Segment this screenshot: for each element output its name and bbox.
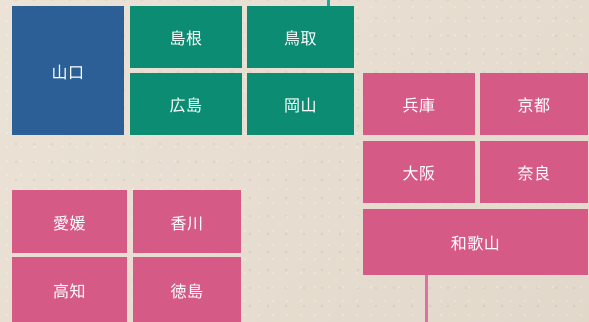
- prefecture-tile-hiroshima[interactable]: 広島: [130, 73, 242, 135]
- prefecture-tile-kochi[interactable]: 高知: [12, 257, 127, 322]
- prefecture-tile-osaka[interactable]: 大阪: [363, 141, 475, 203]
- prefecture-tile-okayama[interactable]: 岡山: [247, 73, 354, 135]
- prefecture-label-osaka: 大阪: [402, 164, 436, 183]
- prefecture-label-yamaguchi: 山口: [51, 62, 85, 82]
- prefecture-tile-shimane[interactable]: 島根: [130, 6, 242, 68]
- top-connector-line: [327, 0, 330, 8]
- prefecture-label-hiroshima: 広島: [169, 96, 203, 115]
- prefecture-label-ehime: 愛媛: [52, 213, 86, 233]
- prefecture-label-tottori: 鳥取: [283, 29, 317, 48]
- prefecture-label-hyogo: 兵庫: [402, 96, 436, 115]
- prefecture-tile-ehime[interactable]: 愛媛: [12, 190, 127, 253]
- prefecture-tile-yamaguchi[interactable]: 山口: [12, 6, 124, 135]
- bottom-connector-line: [425, 275, 428, 322]
- prefecture-label-shimane: 島根: [169, 29, 203, 48]
- prefecture-label-kyoto: 京都: [517, 96, 551, 115]
- prefecture-tile-hyogo[interactable]: 兵庫: [363, 73, 475, 135]
- prefecture-label-tokushima: 徳島: [170, 281, 204, 301]
- prefecture-label-kochi: 高知: [52, 281, 86, 301]
- prefecture-label-nara: 奈良: [517, 164, 551, 183]
- prefecture-label-kagawa: 香川: [170, 213, 204, 233]
- prefecture-tile-tottori[interactable]: 鳥取: [247, 6, 354, 68]
- prefecture-tile-tokushima[interactable]: 徳島: [133, 257, 241, 322]
- prefecture-label-okayama: 岡山: [283, 96, 317, 115]
- prefecture-tile-kyoto[interactable]: 京都: [480, 73, 588, 135]
- prefecture-tile-nara[interactable]: 奈良: [480, 141, 588, 203]
- prefecture-label-wakayama: 和歌山: [450, 234, 501, 253]
- prefecture-tile-kagawa[interactable]: 香川: [133, 190, 241, 253]
- prefecture-tile-wakayama[interactable]: 和歌山: [363, 209, 588, 275]
